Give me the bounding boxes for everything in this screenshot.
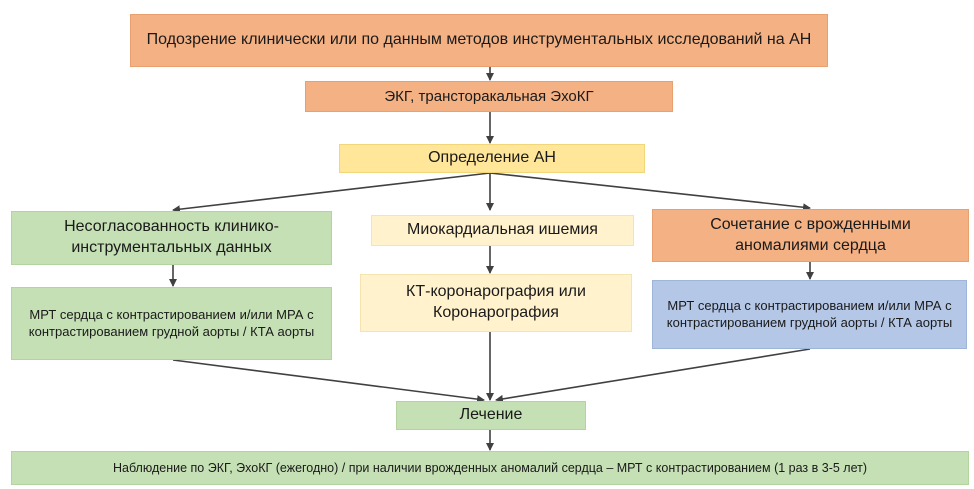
inconsistency-text: Несогласованность клинико-инструментальн… bbox=[64, 218, 279, 256]
congenital-text: Сочетание с врожденными аномалиями сердц… bbox=[710, 215, 911, 254]
observation-box: Наблюдение по ЭКГ, ЭхоКГ (ежегодно) / пр… bbox=[11, 451, 969, 485]
mri-right-box: МРТ сердца с контрастированием и/или МРА… bbox=[652, 280, 967, 349]
ischemia-text: Миокардиальная ишемия bbox=[407, 221, 598, 239]
arrow-mri-right-to-treatment bbox=[495, 348, 811, 403]
definition-box: Определение АН bbox=[339, 144, 645, 173]
ct-coronary-box: КТ-коронарография или Коронарография bbox=[360, 274, 632, 332]
definition-text: Определение АН bbox=[428, 149, 556, 167]
inconsistency-box: Несогласованность клинико-инструментальн… bbox=[11, 211, 332, 265]
mri-left-text: МРТ сердца с контрастированием и/или МРА… bbox=[28, 306, 315, 339]
congenital-box: Сочетание с врожденными аномалиями сердц… bbox=[652, 209, 969, 262]
observation-text: Наблюдение по ЭКГ, ЭхоКГ (ежегодно) / пр… bbox=[112, 460, 868, 475]
mri-left-box: МРТ сердца с контрастированием и/или МРА… bbox=[11, 287, 332, 360]
suspicion-text: Подозрение клинически или по данным мето… bbox=[146, 31, 812, 49]
arrow-definition-to-inconsistency bbox=[172, 172, 491, 214]
ecg-echo-text: ЭКГ, трансторакальная ЭхоКГ bbox=[384, 87, 594, 105]
suspicion-box: Подозрение клинически или по данным мето… bbox=[130, 14, 828, 67]
ct-coronary-text: КТ-коронарография или Коронарография bbox=[406, 283, 586, 321]
ecg-echo-box: ЭКГ, трансторакальная ЭхоКГ bbox=[305, 81, 673, 112]
ischemia-box: Миокардиальная ишемия bbox=[371, 215, 634, 246]
mri-right-text: МРТ сердца с контрастированием и/или МРА… bbox=[666, 297, 953, 330]
treatment-text: Лечение bbox=[459, 406, 523, 424]
arrow-definition-to-congenital bbox=[489, 172, 811, 212]
treatment-box: Лечение bbox=[396, 401, 586, 430]
arrow-mri-left-to-treatment bbox=[172, 359, 485, 404]
